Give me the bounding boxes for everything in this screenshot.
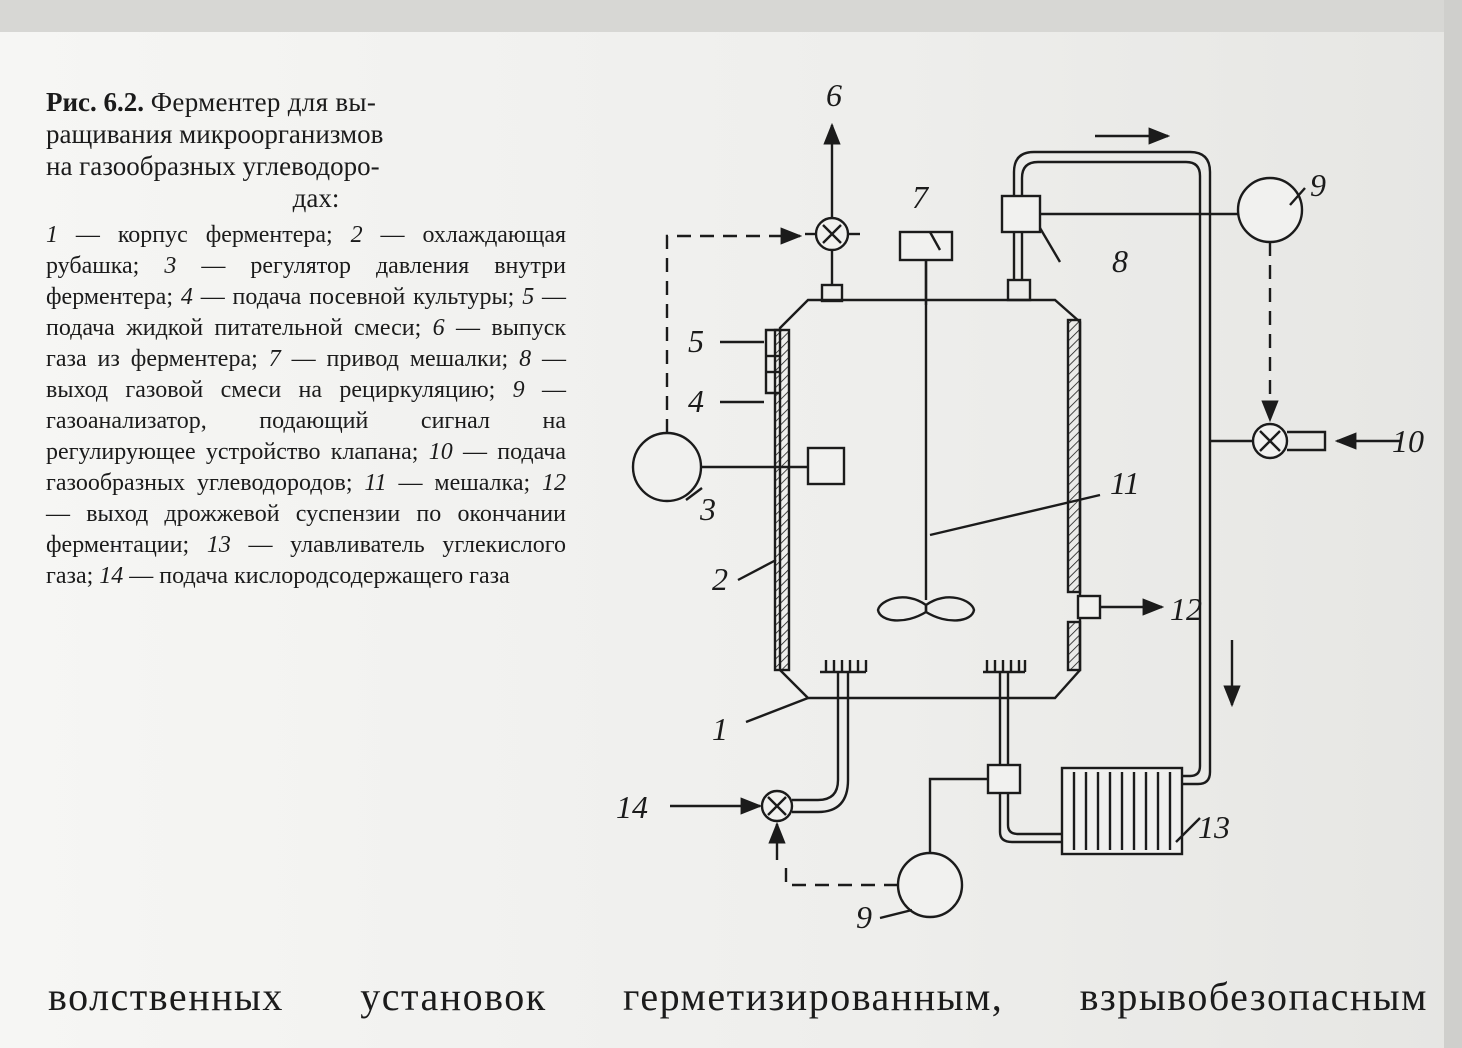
scan-right-edge <box>1444 0 1462 1048</box>
figure-caption: Рис. 6.2. Ферментер для вы- ращивания ми… <box>46 86 566 592</box>
legend-number: 14 <box>99 563 124 589</box>
label-5: 5 <box>688 323 704 359</box>
label-12: 12 <box>1170 591 1202 627</box>
caption-title-line4: дах: <box>292 183 340 213</box>
legend-number: 7 <box>268 346 281 372</box>
label-14: 14 <box>616 789 648 825</box>
figure-label: Рис. 6.2. <box>46 87 145 117</box>
caption-title-line2: ращивания микроорганизмов <box>46 119 384 149</box>
legend-entry: 10 — подача газообразных углеводородов; <box>46 439 566 496</box>
label-7: 7 <box>912 179 930 215</box>
legend-entry: 3 — регулятор давления внутри ферментера… <box>46 253 566 310</box>
legend-text: подача посевной культуры; <box>232 284 515 310</box>
legend-number: 11 <box>364 470 387 496</box>
legend-text: подача кислородсодержащего газа <box>159 563 510 589</box>
legend-number: 9 <box>512 377 525 403</box>
cooling-jacket-left <box>773 328 791 672</box>
agitator-drive-7 <box>898 230 954 262</box>
label-8: 8 <box>1112 243 1128 279</box>
legend-number: 5 <box>522 284 535 310</box>
label-10: 10 <box>1392 423 1424 459</box>
body-text-line: волственных установок герметизированным,… <box>48 975 1428 1019</box>
label-13: 13 <box>1198 809 1230 845</box>
fermenter-body <box>778 298 1082 700</box>
legend-number: 12 <box>542 470 567 496</box>
diagram-labels: 6 7 5 4 3 2 11 12 1 14 8 9 10 13 9 <box>616 77 1424 935</box>
legend-entry: 14 — подача кислородсодержащего газа <box>99 563 510 589</box>
legend-entry: 11 — мешалка; <box>364 470 531 496</box>
label-4: 4 <box>688 383 704 419</box>
gas-analyzer-9-top <box>1236 176 1304 244</box>
legend-number: 1 <box>46 222 58 248</box>
legend-entry: 9 — газоанализатор, подающий сигнал на р… <box>46 377 567 465</box>
pressure-sensor <box>806 446 846 486</box>
label-9-bottom: 9 <box>856 899 872 935</box>
outlet-12 <box>1076 594 1102 620</box>
legend-number: 13 <box>206 532 231 558</box>
word-1: волственных <box>48 974 284 1019</box>
legend-number: 8 <box>519 346 532 372</box>
impeller-left <box>876 596 928 622</box>
label-9-top: 9 <box>1310 167 1326 203</box>
legend-text: подача газообразных углеводородов; <box>46 439 566 496</box>
legend-text: выход дрожжевой суспензии по окончании ф… <box>46 501 566 558</box>
legend-number: 6 <box>432 315 445 341</box>
caption-title-line3: на газообразных углеводоро- <box>46 151 380 181</box>
legend-entry: 1 — корпус ферментера; <box>46 222 333 248</box>
legend-text: мешалка; <box>434 470 531 496</box>
legend-text: охлаждающая рубашка; <box>46 222 567 279</box>
label-6: 6 <box>826 77 842 113</box>
legend-text: регулятор давления внутри ферментера; <box>46 253 566 310</box>
legend-entry: 12 — выход дрожжевой суспензии по оконча… <box>46 470 567 558</box>
legend-number: 10 <box>428 439 453 465</box>
legend-number: 4 <box>180 284 193 310</box>
impeller-right <box>924 596 976 622</box>
inlet-5-4-steps <box>764 328 780 395</box>
gas-outlet-nozzle <box>820 283 844 303</box>
scan-top-edge <box>0 0 1462 32</box>
recirculation-box-8 <box>1000 194 1042 234</box>
legend-text: улавливатель углекислого газа; <box>46 532 566 589</box>
pressure-regulator-3 <box>631 431 703 503</box>
caption-title: Рис. 6.2. Ферментер для вы- <box>46 86 566 118</box>
label-1: 1 <box>712 711 728 747</box>
legend-entry: 2 — охлаждающая рубашка; <box>46 222 567 279</box>
cooling-jacket-right <box>1066 318 1082 594</box>
analyzer-junction <box>986 763 1022 795</box>
legend-entry: 13 — улавливатель углекислого газа; <box>46 532 566 589</box>
label-2: 2 <box>712 561 728 597</box>
legend-entry: 8 — выход газовой смеси на рециркуляцию; <box>46 346 567 403</box>
word-3: герметизированным, <box>623 974 1004 1019</box>
recirculation-nozzle <box>1006 278 1032 302</box>
legend-number: 3 <box>164 253 177 279</box>
legend-text: выпуск газа из ферментера; <box>46 315 567 372</box>
legend-list: 1 — корпус ферментера; 2 — охлаждающая р… <box>46 220 566 592</box>
legend-text: корпус ферментера; <box>117 222 333 248</box>
legend-number: 2 <box>350 222 363 248</box>
legend-entry: 5 — подача жидкой питательной смеси; <box>46 284 567 341</box>
label-3: 3 <box>699 491 716 527</box>
legend-entry: 7 — привод мешалки; <box>268 346 509 372</box>
label-11: 11 <box>1110 465 1140 501</box>
legend-entry: 6 — выпуск газа из ферментера; <box>46 315 567 372</box>
legend-entry: 4 — подача посевной культуры; <box>180 284 515 310</box>
cooling-jacket-right-lower <box>1066 620 1082 672</box>
gas-analyzer-9-bottom <box>896 851 964 919</box>
word-2: установок <box>360 974 547 1019</box>
legend-text: привод мешалки; <box>326 346 509 372</box>
word-4: взрывобезопасным <box>1079 974 1428 1019</box>
legend-text: газоанализатор, подающий сигнал на регул… <box>46 408 566 465</box>
caption-title-line1: Ферментер для вы- <box>150 87 377 117</box>
legend-text: выход газовой смеси на рециркуляцию; <box>46 377 496 403</box>
legend-text: подача жидкой питательной смеси; <box>46 315 422 341</box>
